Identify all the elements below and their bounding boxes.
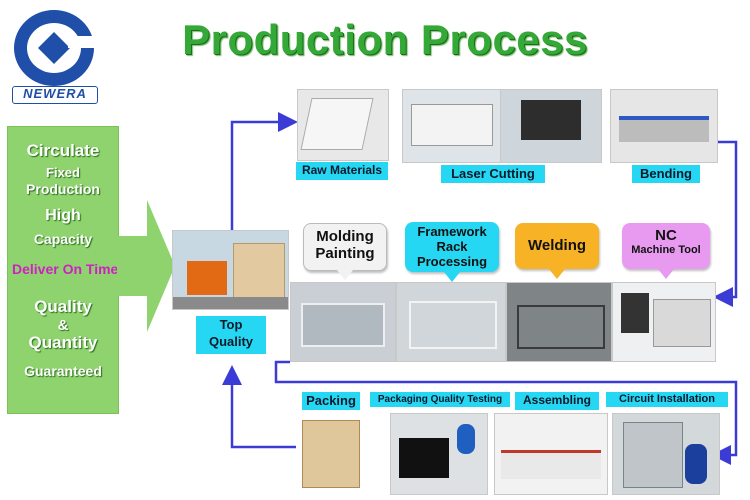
processing-label: Processing — [416, 254, 488, 269]
welding-photo — [506, 282, 612, 362]
machine-tool-label: Machine Tool — [631, 244, 701, 256]
nc-bubble: NC Machine Tool — [622, 223, 710, 279]
benefit-deliver-on-time: Deliver On Time — [12, 261, 119, 277]
raw-materials-label: Raw Materials — [296, 162, 388, 180]
circuit-installation-label: Circuit Installation — [606, 392, 728, 407]
benefits-panel: Circulate Fixed Production High Capacity… — [7, 126, 119, 414]
bending-photo — [610, 89, 718, 163]
benefit-capacity: Capacity — [33, 231, 93, 247]
nc-machine-photo — [612, 282, 716, 362]
packing-crate-photo — [298, 414, 364, 492]
framework-label: Framework — [417, 224, 487, 239]
assembling-label: Assembling — [515, 392, 599, 410]
benefit-quantity: Quantity — [28, 333, 98, 352]
logo-wordmark: NEWERA — [12, 86, 98, 104]
framework-photo — [396, 282, 506, 362]
benefit-fixed: Fixed — [46, 165, 80, 180]
nc-label: NC — [655, 227, 677, 244]
top-quality-line2: Quality — [208, 334, 254, 349]
welding-bubble: Welding — [515, 223, 599, 279]
raw-materials-photo — [297, 89, 389, 161]
benefit-high: High — [45, 207, 81, 224]
benefit-circulate: Circulate — [26, 141, 100, 160]
painting-label: Painting — [315, 245, 375, 262]
laser-cutting-photo-1 — [402, 89, 502, 163]
benefit-ampersand: & — [57, 317, 69, 334]
assembling-photo — [494, 413, 608, 495]
molding-painting-bubble: Molding Painting — [303, 223, 387, 280]
forklift-photo — [172, 230, 289, 310]
molding-label: Molding — [316, 228, 374, 245]
benefit-guaranteed: Guaranteed — [24, 363, 102, 379]
top-quality-label: Top Quality — [196, 316, 266, 354]
bending-label: Bending — [632, 165, 700, 183]
framework-bubble: Framework Rack Processing — [405, 222, 499, 282]
green-arrow-icon — [117, 200, 175, 332]
top-quality-line1: Top — [219, 317, 243, 332]
laser-cutting-photo-2 — [500, 89, 602, 163]
circuit-installation-photo — [612, 413, 720, 495]
laser-cutting-label: Laser Cutting — [441, 165, 545, 183]
packing-label: Packing — [302, 392, 360, 410]
company-logo — [14, 10, 98, 86]
packaging-testing-photo — [390, 413, 488, 495]
rack-label: Rack — [436, 239, 468, 254]
benefit-production: Production — [26, 181, 100, 197]
molding-painting-photo — [290, 282, 396, 362]
page-title: Production Process — [182, 16, 588, 63]
benefit-quality: Quality — [34, 297, 92, 316]
packaging-testing-label: Packaging Quality Testing — [370, 392, 510, 407]
